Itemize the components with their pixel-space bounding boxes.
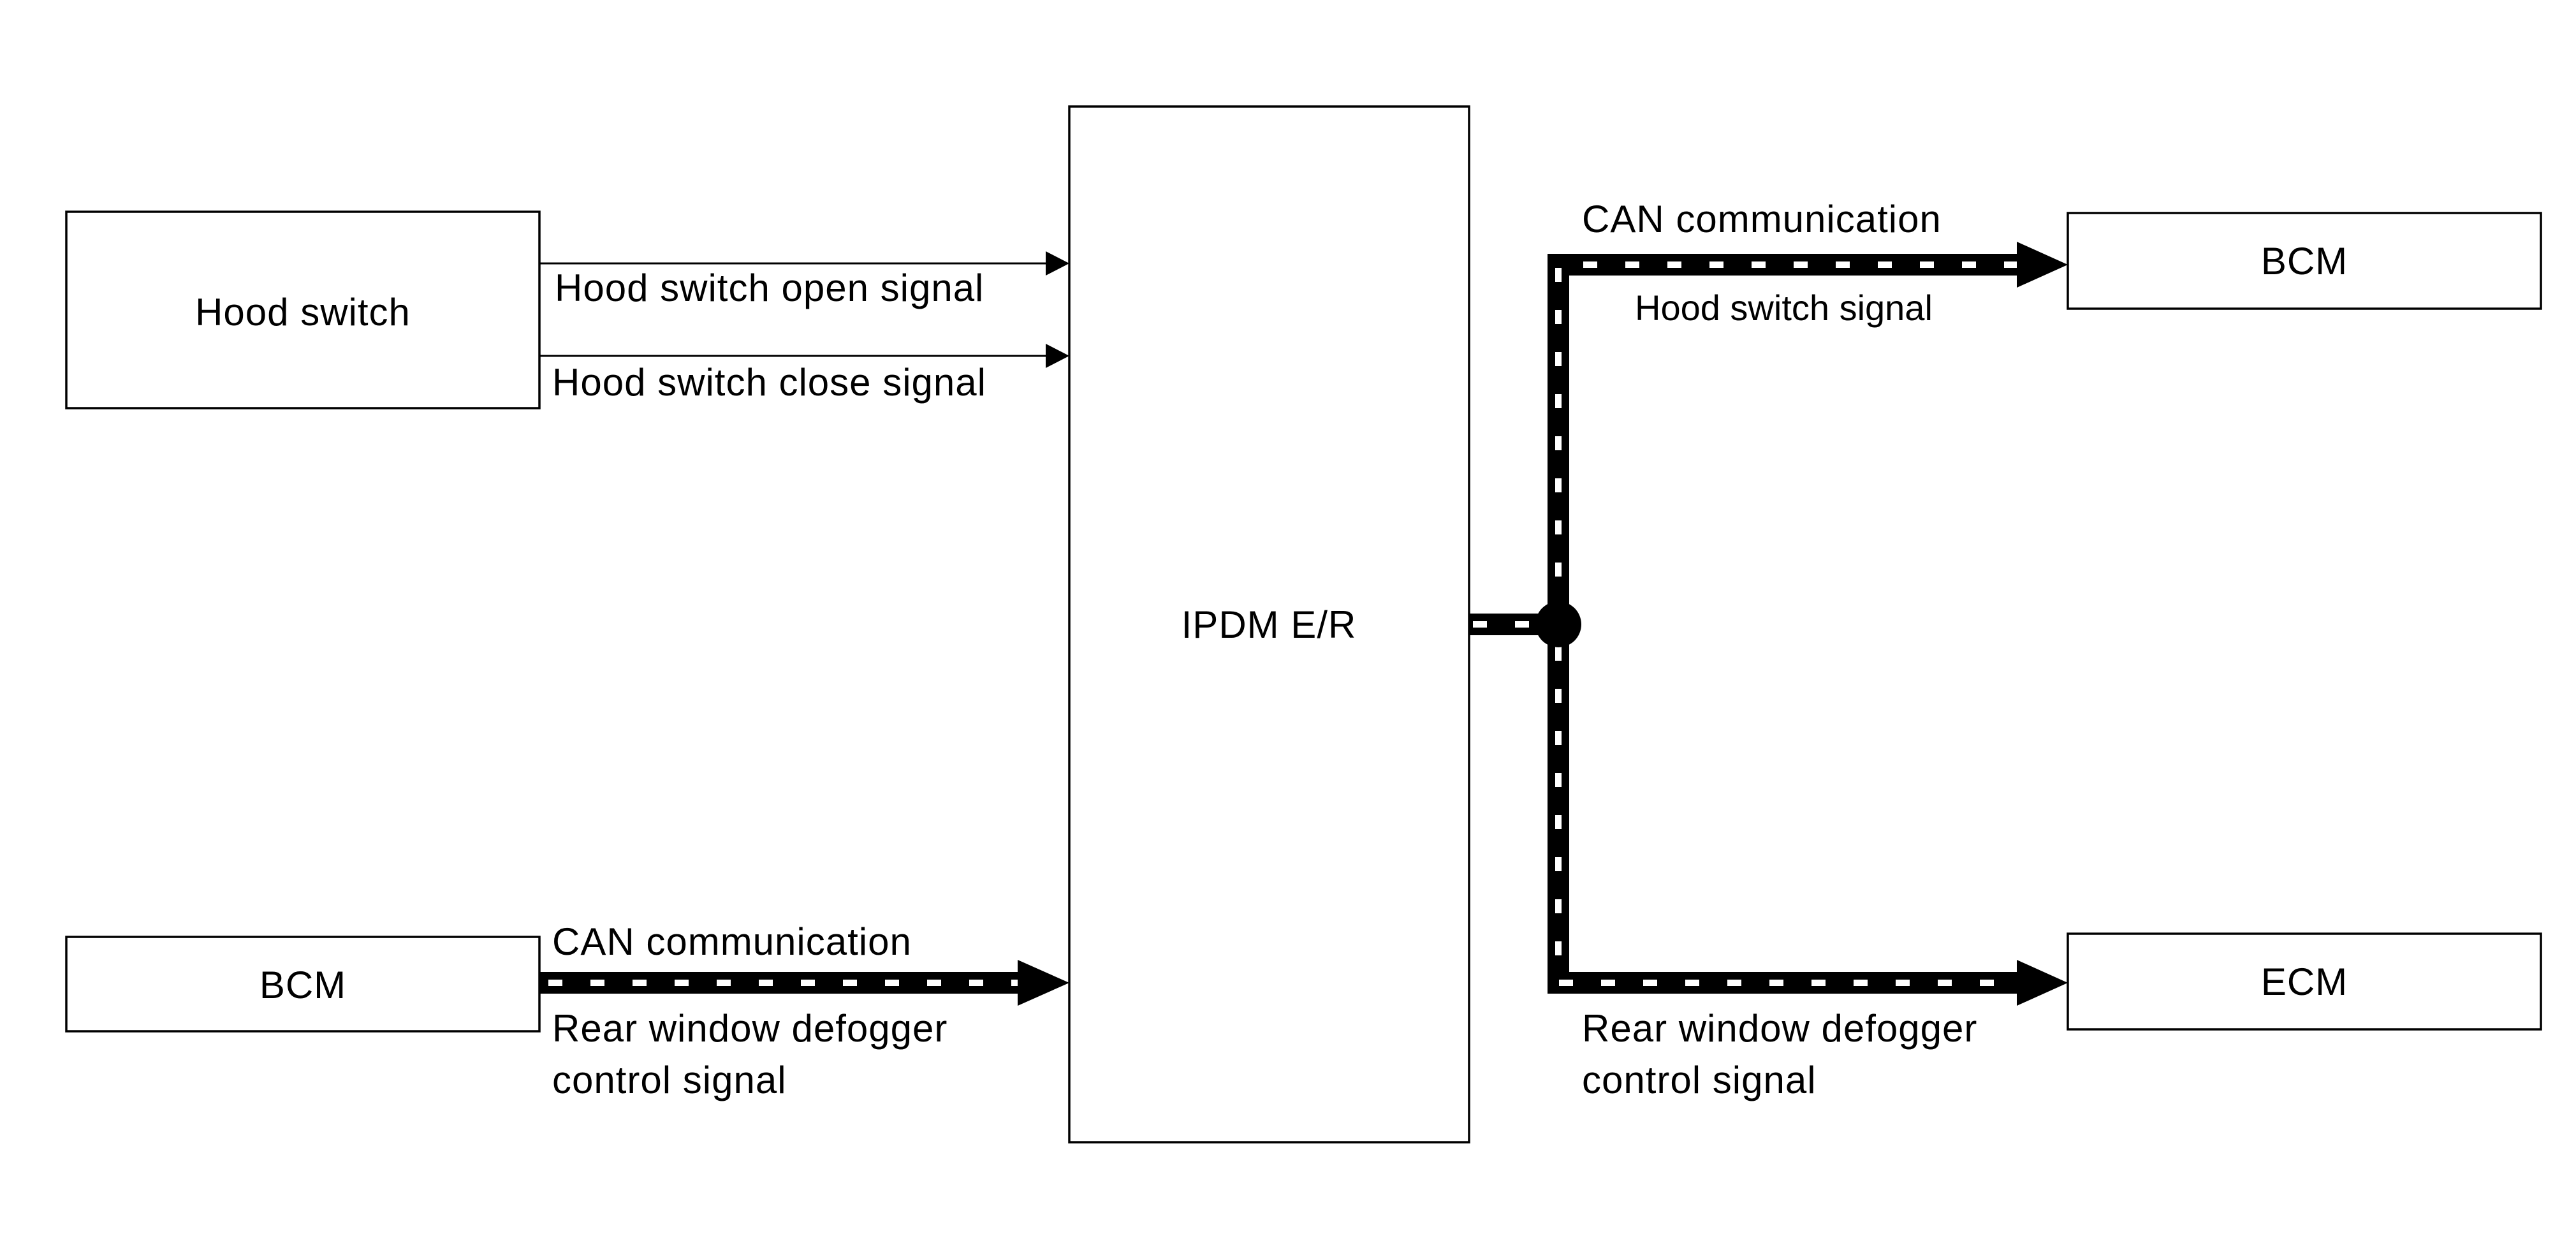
bcm-right-block (2067, 212, 2542, 310)
ipdm-label: IPDM E/R (1182, 603, 1357, 646)
right-can-bus (1469, 242, 2068, 1006)
right-can-label: CAN communication (1582, 198, 1942, 240)
left-defogger-label-line2: control signal (552, 1059, 787, 1101)
left-can-label: CAN communication (552, 920, 912, 963)
can-junction-node (1535, 601, 1581, 647)
left-can-line (539, 960, 1069, 1006)
ecm-label: ECM (2261, 960, 2348, 1003)
ipdm-block (1068, 105, 1470, 1144)
hood-switch-block (65, 210, 541, 409)
right-defogger-label-line1: Rear window defogger (1582, 1007, 1977, 1050)
ecm-block (2067, 932, 2542, 1031)
left-defogger-label-line1: Rear window defogger (552, 1007, 948, 1050)
hood-open-wire (539, 251, 1069, 276)
right-defogger-label-line2: control signal (1582, 1059, 1817, 1101)
hood-close-signal-label: Hood switch close signal (552, 361, 986, 404)
hood-open-signal-label: Hood switch open signal (555, 267, 984, 309)
right-hood-signal-label: Hood switch signal (1635, 288, 1933, 328)
bcm-left-label: BCM (260, 964, 346, 1006)
hood-switch-label: Hood switch (195, 291, 411, 334)
bcm-left-block (65, 936, 541, 1033)
hood-close-wire (539, 344, 1069, 368)
bcm-right-label: BCM (2261, 240, 2348, 283)
